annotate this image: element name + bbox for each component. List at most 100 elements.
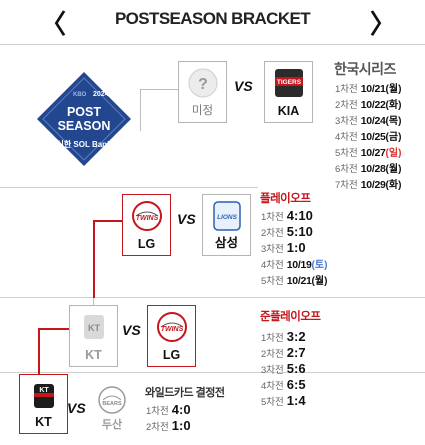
vs-label: VS — [234, 78, 253, 94]
game-day: (목) — [385, 116, 402, 127]
game-day: (화) — [385, 100, 402, 111]
svg-text:KT: KT — [88, 323, 100, 333]
game-day: (월) — [385, 164, 402, 175]
score-right: 7 — [298, 345, 306, 360]
postseason-logo: KBO 2024 POST SEASON 신한 SOL Bank — [37, 72, 131, 166]
game-day: (금) — [385, 132, 402, 143]
game-date: 10/29 — [360, 179, 386, 191]
game-label: 1차전 — [261, 212, 284, 223]
page-title: POSTSEASON BRACKET — [114, 9, 311, 28]
game-date: 10/28 — [360, 163, 386, 175]
game-date: 10/27 — [360, 147, 386, 159]
team-card-po-away[interactable]: TWINS LG — [122, 194, 171, 256]
team-name: KT — [85, 348, 102, 362]
game-label: 2차전 — [261, 349, 284, 360]
game-label: 1차전 — [335, 84, 358, 95]
header: 〈 POSTSEASON BRACKET 〉 — [0, 0, 425, 40]
score-right: 0 — [183, 418, 191, 433]
chevron-left-icon[interactable]: 〈 — [40, 10, 67, 40]
svg-text:TIGERS: TIGERS — [277, 79, 302, 86]
score-separator: : — [294, 377, 299, 392]
bracket-connector — [140, 89, 141, 131]
doosan-bears-emblem-icon: BEARS — [98, 386, 126, 414]
score-left: 1 — [171, 418, 179, 433]
game-label: 3차전 — [335, 116, 358, 127]
series-title-korean-series: 한국시리즈 — [334, 61, 396, 77]
score-separator: : — [294, 329, 299, 344]
svg-text:TWINS: TWINS — [136, 215, 159, 222]
kt-wiz-emblem-icon: KT — [34, 384, 54, 408]
score-right: 2 — [298, 329, 306, 344]
svg-text:TWINS: TWINS — [161, 326, 184, 333]
score-separator: : — [294, 345, 299, 360]
team-card-spo-away[interactable]: KT KT — [69, 305, 118, 367]
score-separator: : — [294, 361, 299, 376]
svg-text:BEARS: BEARS — [102, 401, 122, 407]
game-day: (일) — [385, 148, 402, 159]
bracket-connector-winner — [93, 220, 95, 298]
bracket-connector-winner — [38, 328, 40, 374]
chevron-right-icon[interactable]: 〉 — [370, 10, 397, 40]
series-title-semi-playoff: 준플레이오프 — [260, 311, 321, 323]
bracket-connector — [93, 298, 94, 309]
score-left: 4 — [286, 208, 294, 223]
game-label: 2차전 — [335, 100, 358, 111]
game-label: 5차전 — [335, 148, 358, 159]
team-name: LG — [137, 237, 156, 251]
score-left: 1 — [286, 393, 294, 408]
round-divider — [0, 297, 425, 298]
round-divider — [0, 372, 425, 373]
score-right: 10 — [298, 224, 313, 239]
vs-label: VS — [122, 322, 141, 338]
score-right: 4 — [298, 393, 306, 408]
score-right: 0 — [298, 240, 306, 255]
team-name: 두산 — [101, 419, 123, 431]
team-card-po-home[interactable]: LIONS 삼성 — [202, 194, 251, 256]
bracket-connector-winner — [93, 220, 122, 222]
game-date: 10/21 — [360, 83, 386, 95]
game-label: 7차전 — [335, 180, 358, 191]
score-separator: : — [179, 402, 184, 417]
lg-twins-emblem-icon: TWINS — [157, 312, 187, 342]
game-label: 6차전 — [335, 164, 358, 175]
team-name: LG — [162, 348, 181, 362]
team-card-wc-away[interactable]: KT KT — [19, 374, 68, 434]
svg-text:LIONS: LIONS — [217, 214, 238, 221]
game-date: 10/21 — [286, 275, 312, 287]
game-label: 3차전 — [261, 365, 284, 376]
game-date: 10/25 — [360, 131, 386, 143]
score-right: 6 — [298, 361, 306, 376]
team-name: KIA — [277, 104, 300, 118]
game-day: (월) — [311, 276, 328, 287]
kt-wiz-emblem-icon: KT — [84, 315, 104, 339]
team-card-wc-home[interactable]: BEARS 두산 — [92, 384, 132, 434]
game-label: 1차전 — [146, 406, 169, 417]
team-card-ks-away[interactable]: ? 미정 — [178, 61, 227, 123]
team-card-spo-home[interactable]: TWINS LG — [147, 305, 196, 367]
score-separator: : — [294, 208, 299, 223]
bracket-connector — [140, 89, 178, 90]
score-left: 3 — [286, 329, 294, 344]
logo-year-text: 2024 — [93, 91, 109, 98]
lg-twins-emblem-icon: TWINS — [132, 201, 162, 231]
score-right: 5 — [298, 377, 306, 392]
series-title-playoff: 플레이오프 — [260, 193, 311, 205]
bracket-connector-winner — [38, 328, 69, 330]
team-card-ks-home[interactable]: TIGERS KIA — [264, 61, 313, 123]
game-label: 5차전 — [261, 276, 284, 287]
score-left: 4 — [171, 402, 179, 417]
